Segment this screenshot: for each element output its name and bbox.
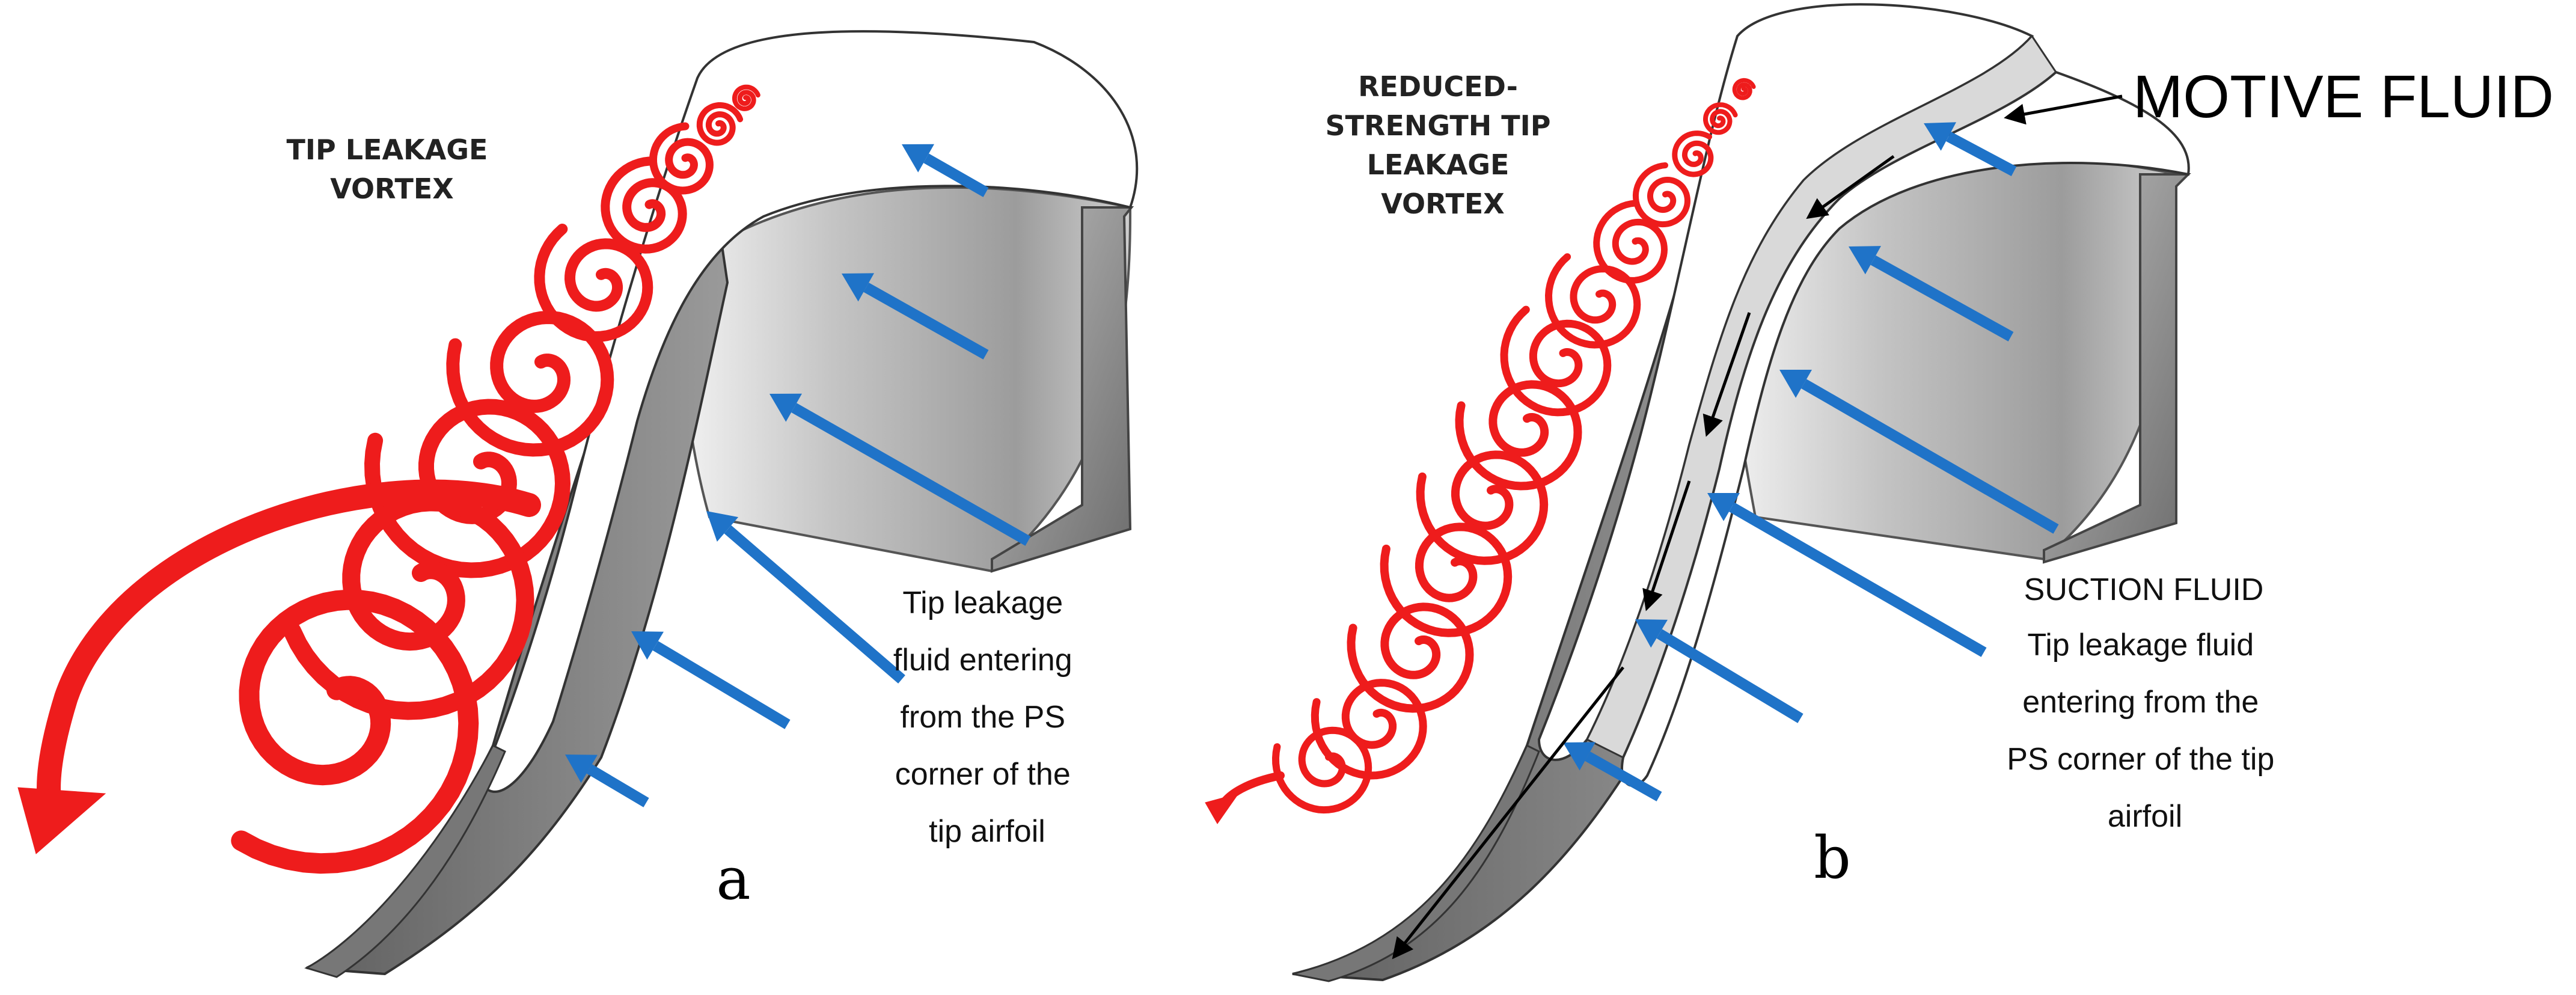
vortex-spiral bbox=[732, 84, 760, 111]
vortex-spiral bbox=[1732, 78, 1756, 100]
flow-arrow-shaft bbox=[923, 153, 989, 197]
motive-path-arrow-1 bbox=[1806, 155, 1895, 219]
vortex-spiral bbox=[1271, 726, 1372, 814]
vortex-spiral bbox=[364, 399, 571, 578]
motive-fluid-label: MOTIVE FLUID bbox=[2133, 63, 2554, 130]
vortex-spiral bbox=[1380, 522, 1513, 637]
vortex-label-b: REDUCED- STRENGTH TIP LEAKAGE VORTEX bbox=[1326, 70, 1561, 220]
flow-arrow-shaft bbox=[724, 525, 905, 684]
panel-a: TIP LEAKAGE VORTEX Tip leakage fluid ent… bbox=[17, 30, 1139, 978]
fluid-label-a: Tip leakage fluid entering from the PS c… bbox=[893, 586, 1081, 849]
flow-arrow-shaft bbox=[791, 403, 1031, 546]
vortex-spiral bbox=[1455, 380, 1582, 491]
blade-tip-face bbox=[479, 30, 1139, 793]
flow-arrow-shaft bbox=[1801, 379, 2059, 534]
reduced-strength-tip-leakage-vortex-b bbox=[1205, 78, 1756, 824]
vortex-spiral bbox=[1500, 305, 1612, 417]
motive-fluid-pointer-arrow bbox=[2004, 94, 2123, 125]
vortex-spiral bbox=[696, 102, 744, 146]
vortex-outer-sweep bbox=[37, 479, 541, 830]
flow-arrow-head bbox=[1924, 122, 1956, 151]
flow-arrow-head bbox=[769, 393, 802, 422]
vortex-spiral bbox=[1311, 679, 1427, 780]
fluid-label-b: Tip leakage fluid entering from the PS c… bbox=[2007, 628, 2283, 834]
flow-arrow-shaft bbox=[1585, 752, 1662, 801]
motive-path-arrow-4 bbox=[1392, 666, 1624, 960]
flow-arrow-shaft bbox=[652, 641, 791, 729]
vortex-spiral bbox=[601, 156, 687, 254]
motive-fluid-path bbox=[1392, 94, 2123, 960]
vortex-spiral bbox=[1703, 102, 1738, 135]
flow-arrow-shaft bbox=[1946, 132, 2017, 176]
vortex-spiral bbox=[1416, 450, 1549, 565]
vortex-arrowhead bbox=[1205, 793, 1240, 824]
flow-arrow-shaft bbox=[586, 764, 649, 807]
flow-arrow-shaft bbox=[1656, 629, 1804, 723]
vortex-spiral bbox=[446, 310, 614, 457]
vortex-arrowhead bbox=[17, 787, 106, 854]
flow-arrow-head bbox=[1635, 619, 1668, 648]
suction-fluid-label: SUCTION FLUID bbox=[2024, 572, 2264, 607]
flow-arrow-head bbox=[565, 755, 598, 783]
flow-arrow-head bbox=[902, 144, 934, 173]
flow-arrow-shaft bbox=[863, 283, 989, 360]
flow-arrow-head bbox=[1563, 742, 1595, 771]
blade-a bbox=[304, 30, 1139, 978]
panel-b: REDUCED- STRENGTH TIP LEAKAGE VORTEX MOT… bbox=[1205, 3, 2554, 982]
flow-arrow-head bbox=[1707, 493, 1740, 521]
flow-arrow-head bbox=[1779, 370, 1812, 398]
panel-letter-a: a bbox=[716, 845, 750, 913]
vortex-spiral bbox=[649, 122, 714, 195]
trailing-edge bbox=[991, 206, 1134, 573]
flow-arrow-head bbox=[1849, 246, 1881, 275]
vortex-label-a: TIP LEAKAGE VORTEX bbox=[287, 133, 498, 205]
trailing-edge bbox=[2043, 173, 2191, 564]
vortex-spiral bbox=[1593, 200, 1668, 284]
flow-arrows-b bbox=[1563, 122, 2059, 801]
flow-arrow-head bbox=[842, 273, 874, 302]
flow-arrow-head bbox=[631, 631, 664, 660]
vortex-spiral bbox=[1544, 253, 1641, 349]
blade-b bbox=[1292, 3, 2191, 982]
suction-side-surface bbox=[672, 186, 1131, 573]
flow-arrow-shaft bbox=[1870, 255, 2014, 341]
vortex-spiral bbox=[1672, 130, 1714, 177]
blade-tip-face-lower bbox=[1621, 70, 2190, 787]
vortex-spiral bbox=[534, 224, 653, 343]
motive-path-arrow-2 bbox=[1703, 312, 1751, 437]
blade-base-edge bbox=[304, 744, 506, 978]
vortex-spiral bbox=[283, 493, 534, 720]
flow-arrows-a bbox=[565, 144, 1031, 807]
vortex-spiral bbox=[231, 589, 479, 874]
tip-leakage-vortex-a bbox=[17, 84, 760, 874]
panel-letter-b: b bbox=[1814, 824, 1850, 892]
vortex-spiral bbox=[1632, 162, 1691, 228]
motive-path-arrow-3 bbox=[1642, 480, 1691, 611]
flow-arrow-shaft bbox=[1729, 502, 1987, 657]
flow-arrow-head bbox=[706, 511, 739, 542]
